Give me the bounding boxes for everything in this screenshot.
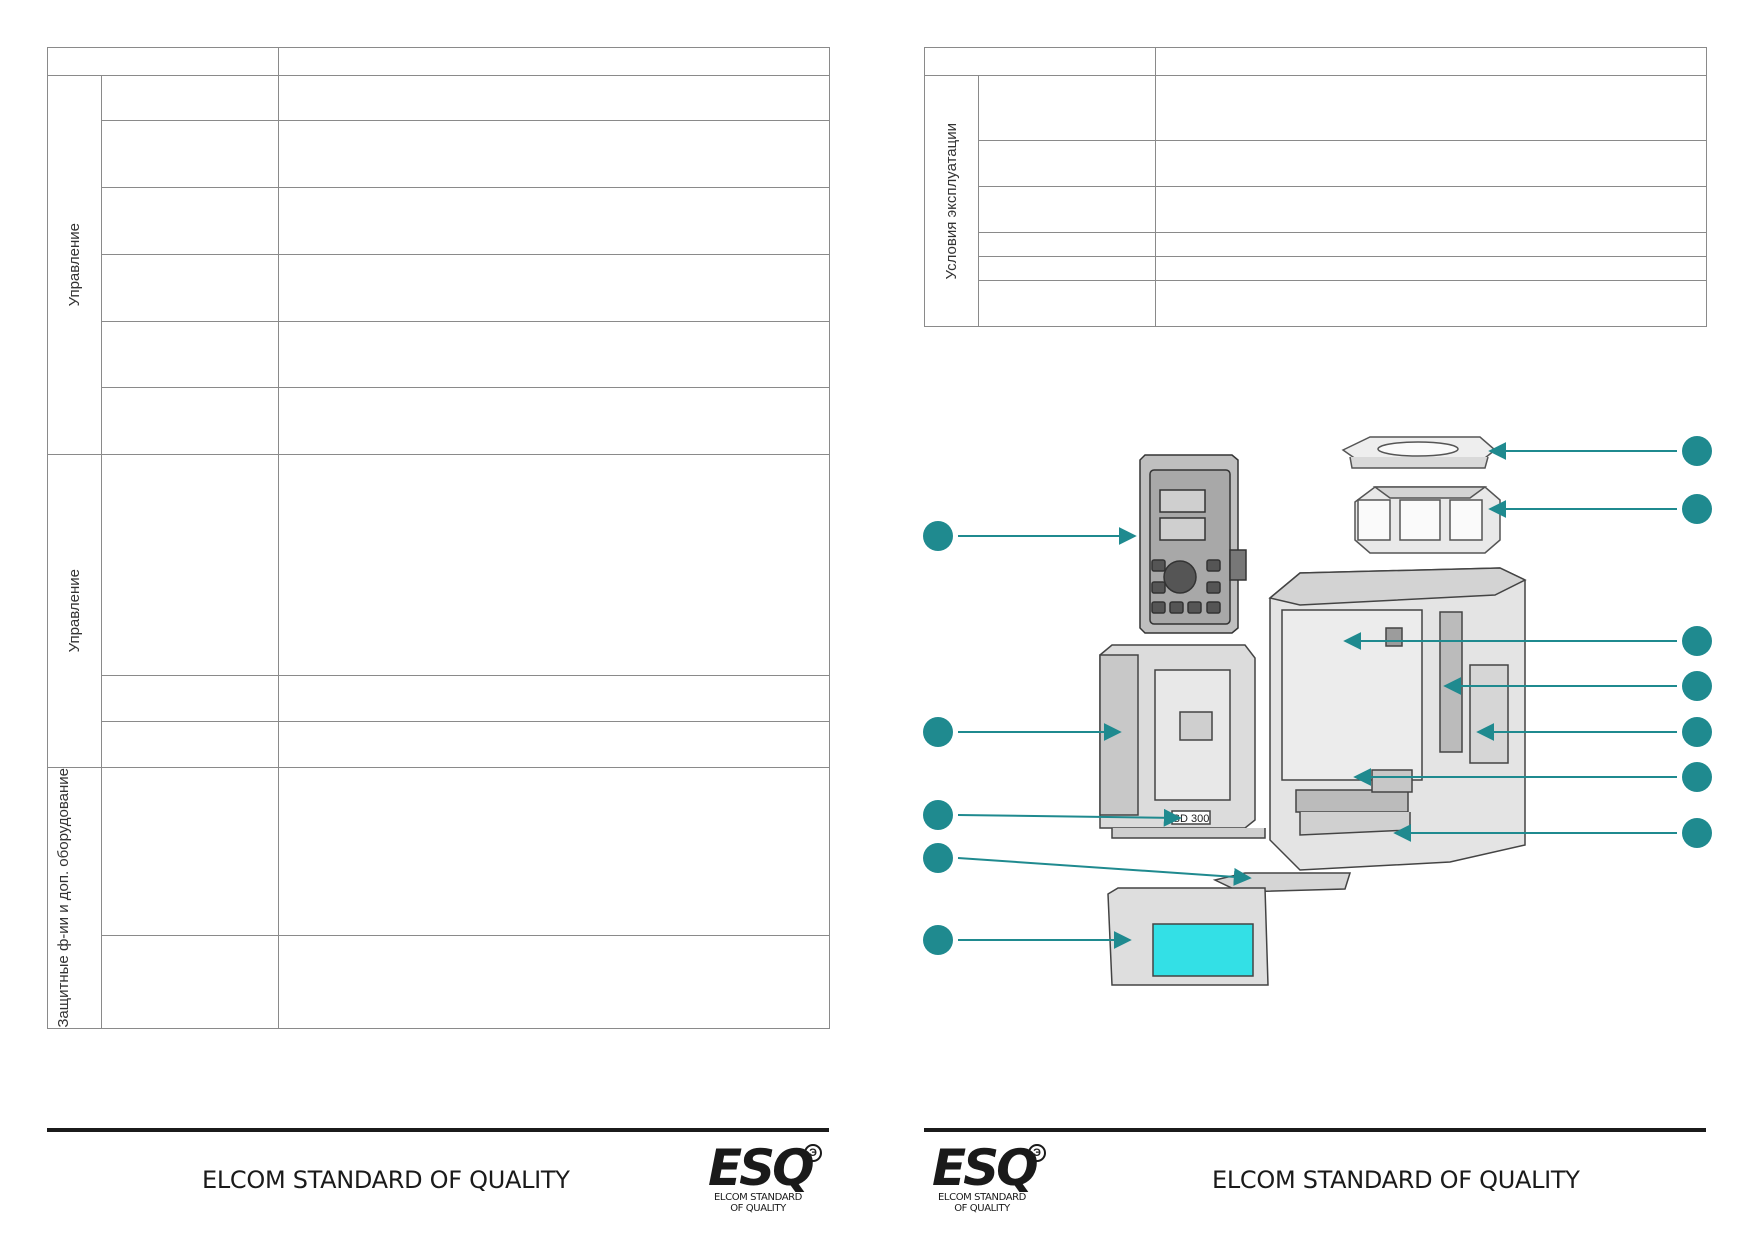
table-row [48,120,830,188]
table-row [48,675,830,722]
brand-tagline-left: ELCOM STANDARD OF QUALITY [202,1166,570,1194]
logo-subtitle-line: ELCOM STANDARD [938,1192,1026,1203]
callout-bubble [923,717,953,747]
table-row [48,721,830,768]
callout-bubble [923,843,953,873]
table-row [48,254,830,322]
cooling-fan [1354,486,1501,554]
logo-mark: ESQ [932,1139,1039,1197]
callout-leader-line [957,857,1252,886]
table-cell [101,254,279,322]
brand-tagline-right: ELCOM STANDARD OF QUALITY [1212,1166,1580,1194]
group-cell-control-1: Управление [47,75,102,455]
esq-logo-left: ESQ Э ELCOM STANDARD OF QUALITY [708,1140,840,1222]
option-card [1107,887,1269,986]
table-cell [101,120,279,188]
callout-leader-line [957,808,1182,827]
footer-rule-right [924,1128,1706,1132]
footer-rule-left [47,1128,829,1132]
esq-logo-right: ESQ Э ELCOM STANDARD OF QUALITY [932,1140,1064,1222]
table-header-cell [1155,47,1707,76]
table-cell [101,767,279,936]
table-cell [1155,75,1707,141]
table-cell [278,387,830,455]
table-cell [1155,140,1707,187]
callout-bubble [1682,626,1712,656]
model-label: SD 300 [1173,813,1210,825]
table-cell [278,321,830,388]
table-cell [101,387,279,455]
table-cell [278,767,830,936]
table-cell [978,140,1156,187]
table-cell [978,280,1156,327]
table-header-row [924,47,1707,76]
table-cell [101,934,279,1029]
registered-icon: Э [1028,1144,1046,1162]
table-cell [978,232,1156,257]
table-cell [978,75,1156,141]
callout-bubble [1682,671,1712,701]
table-row [48,321,830,388]
callout-bubble [1682,818,1712,848]
logo-subtitle-line: ELCOM STANDARD [714,1192,802,1203]
table-row [925,280,1707,327]
logo-subtitle-line: OF QUALITY [954,1203,1010,1214]
table-cell [101,721,279,768]
table-cell [278,721,830,768]
operator-keypad [1139,454,1247,634]
table-row [925,256,1707,281]
callout-group [923,436,1712,955]
callout-bubble [923,800,953,830]
table-row [925,232,1707,257]
table-cell [101,675,279,722]
registered-icon: Э [804,1144,822,1162]
table-cell [278,187,830,255]
fan-guard [1341,436,1497,469]
table-row [48,934,830,1029]
callout-bubble [923,521,953,551]
table-row [925,140,1707,187]
table-cell [101,321,279,388]
right-spec-table: Условия эксплуатации [924,47,1707,327]
callout-bubble [1682,762,1712,792]
table-cell [278,254,830,322]
logo-subtitle: ELCOM STANDARD OF QUALITY [932,1192,1032,1214]
table-cell [278,120,830,188]
logo-subtitle-line: OF QUALITY [730,1203,786,1214]
table-cell [1155,232,1707,257]
logo-mark: ESQ [708,1139,815,1197]
callout-bubble [1682,494,1712,524]
drive-housing [1268,567,1527,871]
left-spec-table: Управление Управление Защитные ф-ии и до… [47,47,830,1029]
table-row: Защитные ф-ии и доп. оборудование [47,767,830,1029]
table-cell [1155,280,1707,327]
callout-bubble [1682,717,1712,747]
table-cell [101,187,279,255]
front-cover: SD 300 [1099,644,1266,839]
table-row [48,387,830,455]
callout-bubble [923,925,953,955]
table-cell [278,934,830,1029]
callout-bubble [1682,436,1712,466]
table-row: Условия эксплуатации [924,75,1707,327]
table-row [48,187,830,255]
table-header-cell [924,47,1156,76]
group-cell-conditions: Условия эксплуатации [924,75,979,327]
logo-subtitle: ELCOM STANDARD OF QUALITY [708,1192,808,1214]
group-cell-protection: Защитные ф-ии и доп. оборудование [47,767,102,1029]
